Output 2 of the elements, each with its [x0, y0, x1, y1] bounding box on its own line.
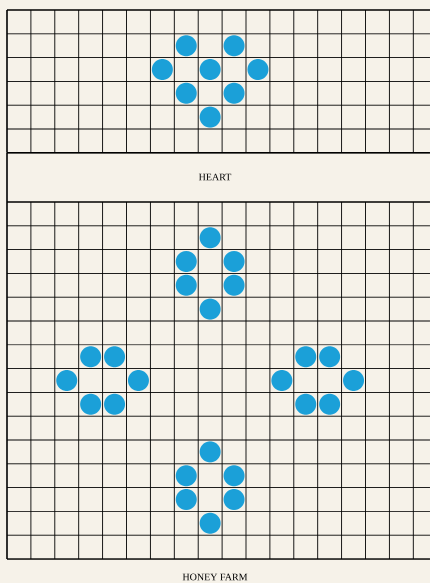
pattern-label: HONEY FARM: [182, 574, 248, 580]
pattern-label: HEART: [198, 174, 232, 180]
